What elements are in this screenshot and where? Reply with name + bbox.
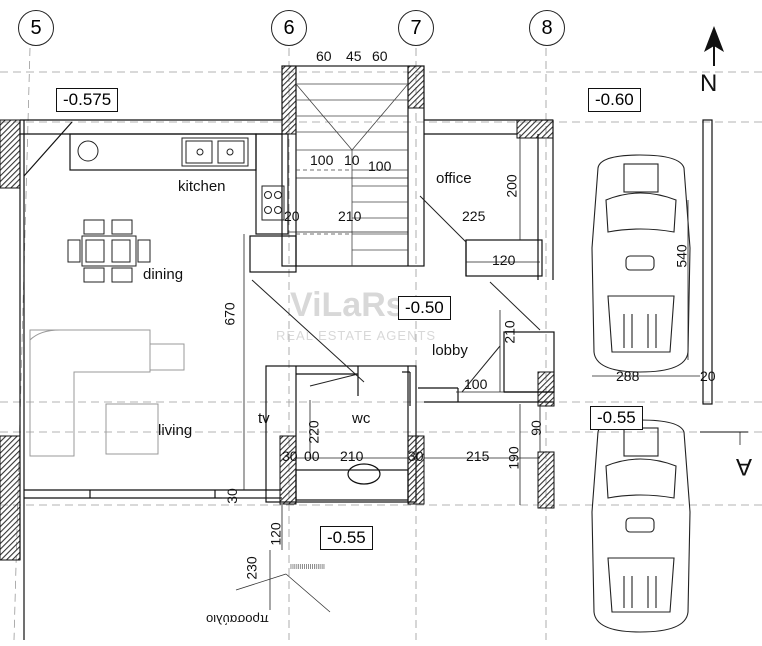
north-label: N [700, 70, 718, 97]
dim-00-wc: 00 [304, 448, 320, 464]
dim-540-parking: 540 [673, 244, 690, 268]
dim-670-living: 670 [221, 302, 238, 326]
dim-230-terrace: 230 [243, 556, 260, 580]
sofa-set [29, 329, 185, 457]
room-label-tv: tv [258, 410, 270, 427]
dim-30-terrace: 30 [223, 488, 240, 504]
room-label-office: office [436, 170, 472, 187]
kitchen-fixtures [77, 137, 285, 221]
dim-30-wc-left: 30 [282, 448, 298, 464]
dim-220-wc: 220 [305, 420, 322, 444]
room-label-living: living [158, 422, 193, 439]
dining-table [67, 219, 151, 283]
grid-bubble-5: 5 [18, 10, 54, 46]
room-label-kitchen: kitchen [178, 178, 226, 195]
annotation-terrace: προσαύλιο [206, 612, 269, 627]
dim-45: 45 [346, 48, 362, 64]
dim-30-wc-right: 30 [408, 448, 424, 464]
level-tag-parking-bottom: -0.55 [590, 406, 643, 430]
grid-bubble-7: 7 [398, 10, 434, 46]
dim-90: 90 [527, 420, 544, 436]
room-label-dining: dining [143, 266, 184, 283]
staircase [295, 83, 409, 266]
dim-210-wc: 210 [340, 448, 364, 464]
dim-120-desk: 120 [492, 252, 516, 268]
dim-10-stair: 10 [344, 152, 360, 168]
wall-hatch [0, 65, 555, 561]
dim-200-office: 200 [503, 174, 520, 198]
room-label-lobby: lobby [432, 342, 468, 359]
watermark-sub: REAL ESTATE AGENTS [276, 328, 437, 343]
dim-288-parking: 288 [616, 368, 640, 384]
grid-bubble-8: 8 [529, 10, 565, 46]
room-label-wc: wc [352, 410, 371, 427]
dim-100-stair-right: 100 [368, 158, 392, 174]
watermark-brand: ViLaRs [290, 286, 405, 324]
level-tag-parking-top: -0.60 [588, 88, 641, 112]
car-bottom [591, 419, 691, 633]
dim-100-stair-left: 100 [310, 152, 334, 168]
annotation-small: ΙΙΙΙΙΙΙΙΙΙΙΙΙΙΙΙΙΙ [290, 564, 326, 571]
dim-210-lobby: 210 [501, 320, 518, 344]
dim-60-right: 60 [372, 48, 388, 64]
dim-210-stair: 210 [338, 208, 362, 224]
north-arrow-icon [704, 26, 724, 66]
walls [19, 65, 713, 640]
dim-100-lobby: 100 [464, 376, 488, 392]
grid-lines [0, 47, 762, 641]
level-tag-terrace: -0.55 [320, 526, 373, 550]
dim-215: 215 [466, 448, 490, 464]
section-label: A [736, 453, 753, 480]
grid-bubble-6: 6 [271, 10, 307, 46]
dim-20-boundary: 20 [700, 368, 716, 384]
leader-line [235, 573, 331, 613]
dim-190: 190 [505, 446, 522, 470]
dim-60-left: 60 [316, 48, 332, 64]
level-tag-dining: -0.575 [56, 88, 119, 112]
dim-120-terrace: 120 [267, 522, 284, 546]
door-swings [251, 195, 541, 393]
dim-20-kitchen: 20 [284, 208, 300, 224]
dimension-lines [222, 65, 741, 610]
dim-225-office: 225 [462, 208, 486, 224]
level-tag-lobby: -0.50 [398, 296, 451, 320]
